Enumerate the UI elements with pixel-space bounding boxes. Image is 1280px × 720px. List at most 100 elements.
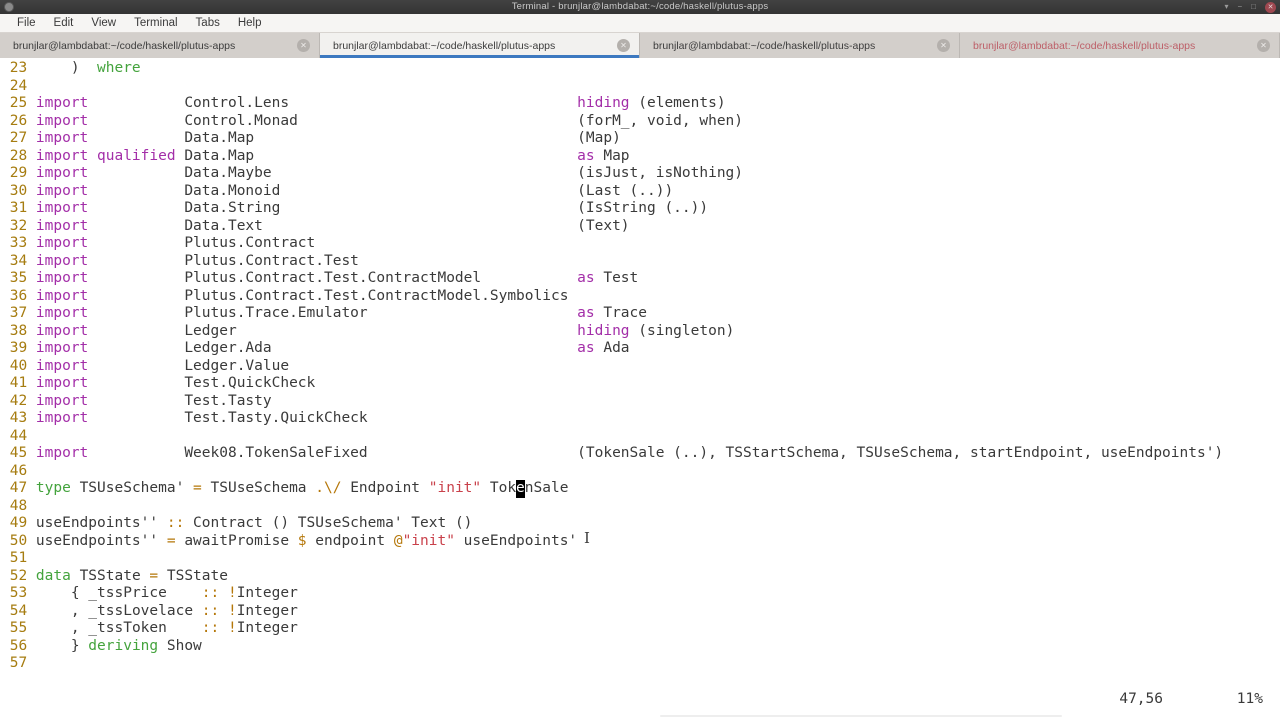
code-token: Week08.TokenSaleFixed xyxy=(184,445,368,461)
tab-close-icon[interactable]: ✕ xyxy=(1257,39,1270,52)
close-button[interactable]: ✕ xyxy=(1265,1,1276,13)
code-token: Integer xyxy=(236,620,298,636)
code-token: Test.Tasty xyxy=(184,392,272,409)
code-token: "init" xyxy=(402,532,455,549)
code-token: ! xyxy=(227,585,237,601)
menu-item-terminal[interactable]: Terminal xyxy=(134,17,178,29)
code-token: Ledger.Ada xyxy=(184,340,272,356)
code-token: (TokenSale (..), TSStartSchema, TSUseSch… xyxy=(577,445,1224,461)
code-token: as xyxy=(577,270,595,286)
pin-button[interactable]: ▾ xyxy=(1224,2,1229,11)
code-token: (isJust, isNothing) xyxy=(577,165,744,181)
code-token: Data.Text xyxy=(184,217,263,234)
code-line-46: 46 xyxy=(1,463,1280,481)
menu-item-tabs[interactable]: Tabs xyxy=(195,17,220,29)
code-token: import xyxy=(35,340,89,356)
code-token: import xyxy=(35,130,89,146)
terminal-tab-1[interactable]: brunjlar@lambdabat:~/code/haskell/plutus… xyxy=(0,33,320,58)
line-number: 26 xyxy=(9,112,28,129)
vim-ruler-position: 47,56 xyxy=(1119,691,1163,707)
code-token: import xyxy=(35,410,89,426)
line-number: 37 xyxy=(9,305,28,321)
code-token: _tssLovelace xyxy=(88,602,194,619)
terminal-tab-3[interactable]: brunjlar@lambdabat:~/code/haskell/plutus… xyxy=(640,33,960,58)
line-number: 52 xyxy=(9,567,28,584)
menu-item-file[interactable]: File xyxy=(17,17,36,29)
line-number: 25 xyxy=(9,95,28,111)
vim-ruler-percent: 11% xyxy=(1236,691,1263,707)
vim-block-cursor: e xyxy=(516,480,525,498)
code-token: Ledger xyxy=(184,322,237,339)
tab-bar: brunjlar@lambdabat:~/code/haskell/plutus… xyxy=(0,33,1280,58)
code-token: Control.Lens xyxy=(184,95,290,111)
code-token: $ xyxy=(297,532,307,549)
menu-item-help[interactable]: Help xyxy=(237,17,262,29)
code-token: Ada xyxy=(603,340,630,356)
code-token: = xyxy=(166,532,176,549)
code-token: = xyxy=(149,567,159,584)
tab-close-icon[interactable]: ✕ xyxy=(617,39,630,52)
code-token: type xyxy=(35,480,71,496)
code-token: import xyxy=(35,375,89,391)
code-line-55: 55,_tssToken::!Integer xyxy=(1,620,1280,638)
tab-title: brunjlar@lambdabat:~/code/haskell/plutus… xyxy=(973,39,1196,52)
window-titlebar[interactable]: Terminal - brunjlar@lambdabat:~/code/has… xyxy=(0,0,1280,14)
code-token: ! xyxy=(227,620,237,636)
code-token: :: xyxy=(201,620,220,636)
code-token: hiding xyxy=(577,95,630,111)
terminal-tab-4[interactable]: brunjlar@lambdabat:~/code/haskell/plutus… xyxy=(960,33,1280,58)
line-number: 36 xyxy=(9,287,28,304)
line-number: 46 xyxy=(9,462,28,479)
code-token: (Text) xyxy=(577,217,630,234)
tab-title: brunjlar@lambdabat:~/code/haskell/plutus… xyxy=(653,39,876,52)
code-token: Plutus.Contract.Test.ContractModel xyxy=(184,270,482,286)
line-number: 24 xyxy=(9,77,28,94)
code-line-51: 51 xyxy=(1,550,1280,568)
code-token: hiding xyxy=(577,322,630,339)
code-token: Integer xyxy=(236,602,298,619)
window-title: Terminal - brunjlar@lambdabat:~/code/has… xyxy=(511,1,769,12)
code-token: import xyxy=(35,270,89,286)
code-token: import xyxy=(35,200,89,216)
code-token: _tssToken xyxy=(88,620,167,636)
app-icon xyxy=(4,2,14,12)
code-token: import xyxy=(35,147,89,164)
code-token: TSUseSchema xyxy=(210,480,307,496)
code-token: :: xyxy=(201,585,220,601)
maximize-button[interactable]: □ xyxy=(1251,2,1256,11)
code-token: ! xyxy=(227,602,237,619)
line-number: 30 xyxy=(9,182,28,199)
code-token: where xyxy=(97,60,141,76)
code-token: qualified xyxy=(97,147,176,164)
code-token: Endpoint xyxy=(350,480,421,496)
line-number: 50 xyxy=(9,532,28,549)
code-token: Plutus.Trace.Emulator xyxy=(184,305,368,321)
terminal-tab-2[interactable]: brunjlar@lambdabat:~/code/haskell/plutus… xyxy=(320,33,640,58)
line-number: 42 xyxy=(9,392,28,409)
code-token: as xyxy=(577,340,595,356)
code-token: useEndpoints'' xyxy=(35,532,159,549)
menu-item-edit[interactable]: Edit xyxy=(53,17,74,29)
line-number: 28 xyxy=(9,147,28,164)
code-token: Plutus.Contract xyxy=(184,235,316,251)
code-token: import xyxy=(35,112,89,129)
tab-close-icon[interactable]: ✕ xyxy=(297,39,310,52)
minimize-button[interactable]: − xyxy=(1237,2,1243,11)
code-token: endpoint xyxy=(315,532,386,549)
code-token: Data.Map xyxy=(184,130,255,146)
menu-item-view[interactable]: View xyxy=(91,17,117,29)
line-number: 41 xyxy=(9,375,28,391)
tab-close-icon[interactable]: ✕ xyxy=(937,39,950,52)
